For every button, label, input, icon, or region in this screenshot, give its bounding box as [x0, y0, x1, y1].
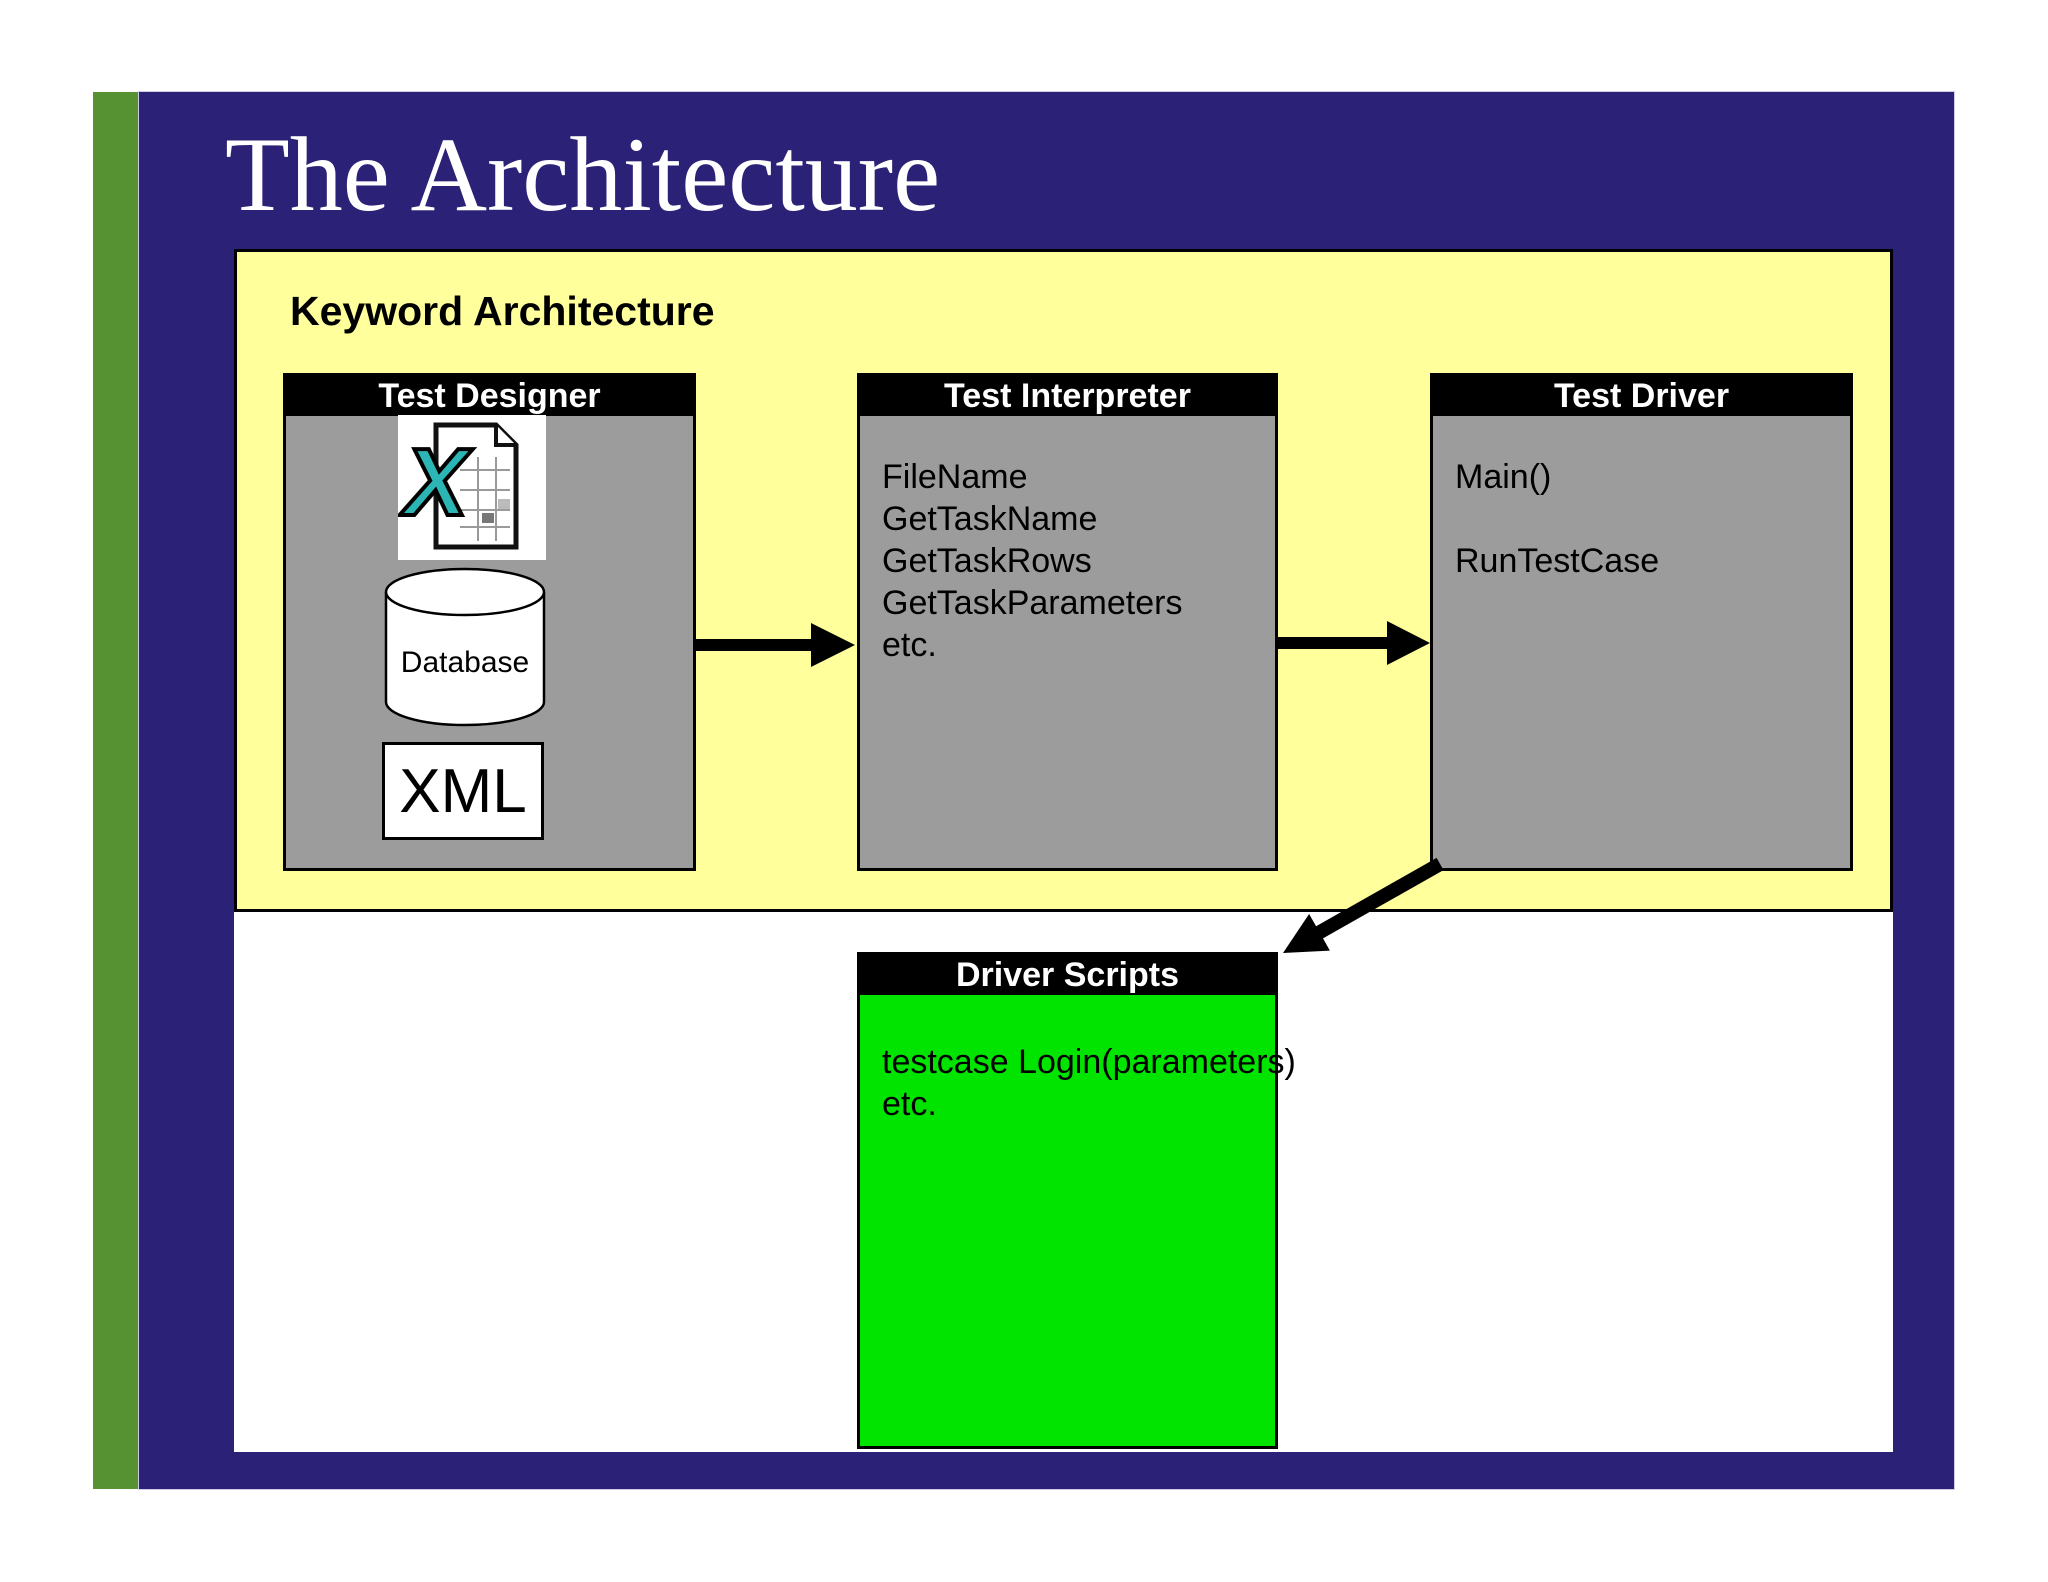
driver-line: RunTestCase	[1455, 542, 1660, 580]
scripts-line: etc.	[882, 1085, 937, 1123]
slide-title: The Architecture	[225, 116, 941, 233]
test-interpreter-body: FileName GetTaskName GetTaskRows GetTask…	[860, 416, 1275, 868]
driver-scripts-box: Driver Scripts testcase Login(parameters…	[857, 952, 1296, 1449]
excel-spreadsheet-icon: X	[398, 415, 546, 560]
test-interpreter-box: Test Interpreter FileName GetTaskName Ge…	[857, 373, 1278, 871]
test-driver-header: Test Driver	[1433, 376, 1850, 416]
xml-box: XML	[382, 742, 544, 840]
arrow-driver-to-scripts	[1283, 857, 1444, 953]
excel-x-glyph: X	[399, 429, 473, 536]
arrow-interpreter-to-driver	[1275, 621, 1430, 665]
interpreter-line: etc.	[882, 626, 937, 664]
database-cylinder: Database	[384, 567, 546, 727]
xml-label: XML	[399, 756, 527, 826]
test-designer-header: Test Designer	[286, 376, 693, 416]
scripts-line: testcase Login(parameters)	[882, 1043, 1296, 1081]
driver-scripts-header: Driver Scripts	[860, 955, 1275, 995]
interpreter-line: GetTaskParameters	[882, 584, 1183, 622]
interpreter-line: GetTaskRows	[882, 542, 1092, 580]
arrow-designer-to-interpreter	[693, 623, 855, 667]
interpreter-line: GetTaskName	[882, 500, 1098, 538]
test-driver-body: Main() RunTestCase	[1433, 416, 1850, 868]
keyword-architecture-label: Keyword Architecture	[290, 288, 715, 334]
database-label: Database	[401, 646, 529, 679]
interpreter-line: FileName	[882, 458, 1028, 496]
driver-scripts-body: testcase Login(parameters) etc.	[860, 995, 1296, 1446]
test-driver-box: Test Driver Main() RunTestCase	[1430, 373, 1853, 871]
left-accent-bar	[93, 92, 139, 1489]
test-interpreter-header: Test Interpreter	[860, 376, 1275, 416]
driver-line: Main()	[1455, 458, 1552, 496]
